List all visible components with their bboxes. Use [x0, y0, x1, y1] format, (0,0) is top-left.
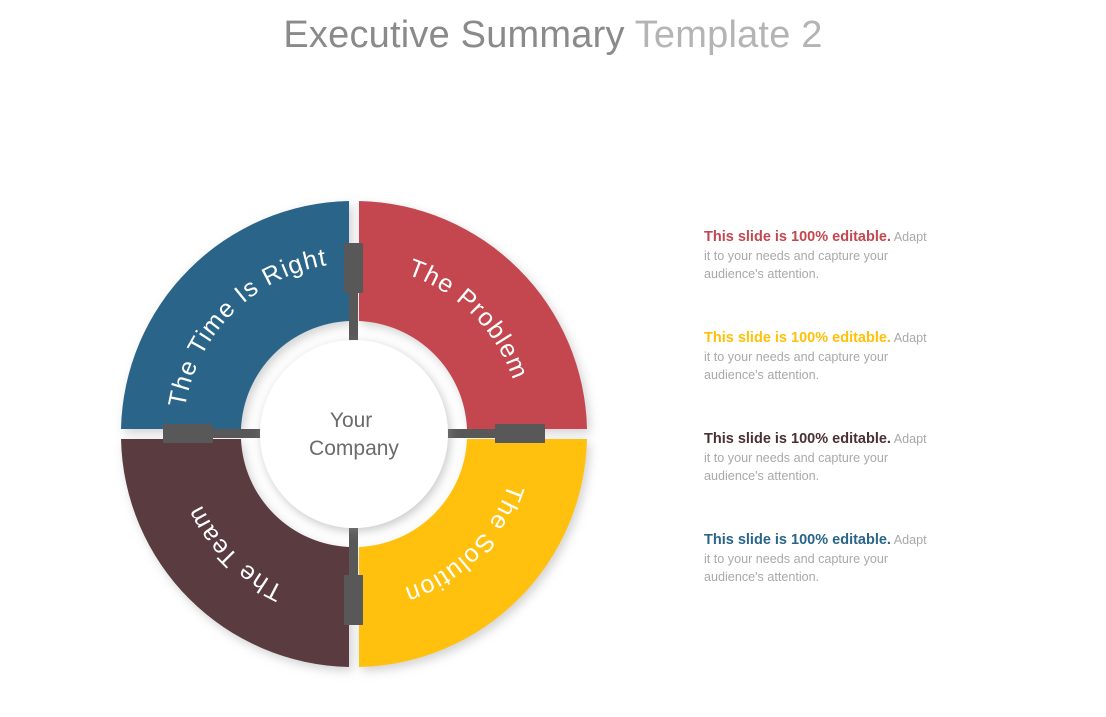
note-body-line2: it to your needs and capture your	[704, 450, 889, 465]
note-body-line3: audience's attention.	[704, 468, 820, 483]
note-headline: This slide is 100% editable.	[704, 431, 891, 448]
quadrant-wheel-diagram: Your Company The Time Is Right The Probl…	[108, 188, 600, 680]
spoke-top-stem	[349, 243, 358, 353]
note-body-line3: audience's attention.	[704, 266, 820, 281]
spoke-right-cap	[495, 424, 545, 443]
center-hub[interactable]	[260, 340, 448, 528]
center-hub-label-line2: Company	[309, 437, 399, 460]
page-title-strong: Executive Summary	[283, 14, 635, 56]
spoke-left-stem	[163, 429, 273, 438]
segment-the-solution[interactable]	[359, 439, 587, 667]
note-body-line2: it to your needs and capture your	[704, 551, 889, 566]
spoke-top-cap	[344, 243, 363, 293]
segment-the-problem[interactable]	[359, 201, 587, 429]
note-body-line3: audience's attention.	[704, 569, 820, 584]
segment-the-team[interactable]	[121, 439, 349, 667]
note-headline: This slide is 100% editable.	[704, 330, 891, 347]
note-lead: Adapt	[890, 331, 927, 346]
center-hub-label: Your Company	[309, 409, 399, 460]
page-title: Executive Summary Template 2	[0, 14, 1106, 57]
page-title-light: Template 2	[634, 14, 823, 56]
spoke-group	[163, 243, 545, 625]
note-body-line3: audience's attention.	[704, 367, 820, 382]
spoke-bottom-cap	[344, 575, 363, 625]
note-lead: Adapt	[890, 432, 927, 447]
note-lead: Adapt	[890, 230, 927, 244]
spoke-left-cap	[163, 424, 213, 443]
center-hub-label-line1: Your	[330, 409, 372, 432]
note-headline: This slide is 100% editable.	[704, 532, 891, 549]
note-lead: Adapt	[890, 533, 927, 548]
segment-the-time-is-right[interactable]	[121, 201, 349, 429]
spoke-bottom-stem	[349, 515, 358, 625]
note-headline: This slide is 100% editable.	[704, 229, 891, 245]
note-body-line2: it to your needs and capture your	[704, 349, 889, 364]
spoke-right-stem	[435, 429, 545, 438]
note-body-line2: it to your needs and capture your	[704, 248, 889, 263]
